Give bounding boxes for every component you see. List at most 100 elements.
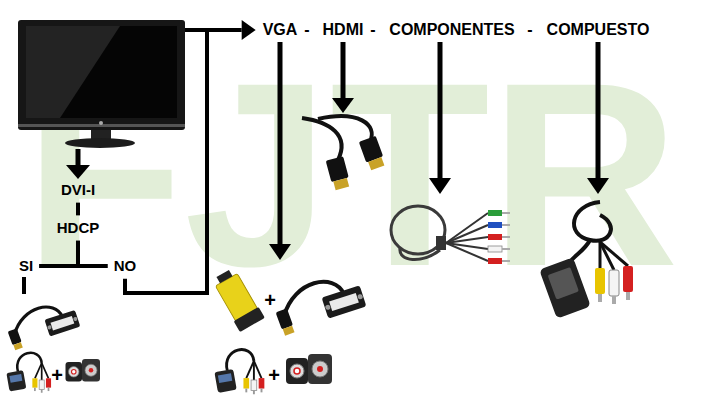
component-cable-part bbox=[391, 206, 445, 254]
connector-part bbox=[125, 30, 242, 293]
hdmi-dvi-adapter-part bbox=[234, 307, 265, 332]
down-arrow-part bbox=[587, 178, 609, 194]
illustration-part bbox=[276, 282, 367, 336]
illustration-part bbox=[286, 354, 332, 384]
composite-cable-part bbox=[574, 202, 611, 241]
arrow bbox=[66, 149, 90, 179]
illustration-part bbox=[66, 359, 101, 382]
component-cable-part bbox=[502, 260, 510, 262]
plus-sign: + bbox=[264, 289, 276, 311]
arrow-part bbox=[76, 149, 81, 167]
connector-part bbox=[39, 241, 78, 266]
composite-cable-part bbox=[612, 296, 616, 304]
composite-cable-part bbox=[623, 266, 633, 292]
flow-label-node: COMPUESTO bbox=[544, 20, 653, 40]
down-arrow-part bbox=[278, 42, 283, 246]
hdmi-cable-part bbox=[326, 156, 351, 191]
flow-label-node: HDMI bbox=[320, 20, 367, 40]
monitor-part bbox=[65, 138, 135, 148]
flow-label-node: VGA bbox=[260, 20, 301, 40]
down-arrow-part bbox=[596, 42, 601, 180]
connector bbox=[125, 20, 256, 293]
connector bbox=[78, 241, 108, 266]
component-cable-part bbox=[488, 258, 502, 264]
monitor-part bbox=[26, 26, 120, 118]
down-arrow-part bbox=[438, 42, 443, 180]
separator: - bbox=[304, 21, 309, 39]
node-text: DVI-I bbox=[61, 181, 95, 198]
hdmi-cable-part-part bbox=[326, 156, 349, 182]
monitor-part bbox=[26, 26, 177, 118]
hdmi-dvi-adapter-part bbox=[216, 270, 232, 283]
component-cable-part bbox=[488, 246, 502, 252]
node-text: COMPONENTES bbox=[389, 21, 514, 39]
flow-label-node: SI bbox=[16, 256, 36, 275]
connector bbox=[39, 241, 78, 266]
component-cable-part bbox=[446, 243, 488, 261]
component-cable-part bbox=[446, 213, 488, 243]
node-text: VGA bbox=[263, 21, 298, 39]
composite-cable-part bbox=[598, 294, 602, 302]
separator: - bbox=[527, 21, 532, 39]
component-cable-part bbox=[446, 237, 488, 243]
composite-cable bbox=[539, 202, 633, 319]
monitor bbox=[18, 20, 185, 148]
down-arrow-part bbox=[429, 178, 451, 194]
illustration-part bbox=[6, 353, 51, 393]
connector bbox=[77, 203, 78, 216]
node-text: NO bbox=[114, 257, 137, 274]
hdmi-cable-part bbox=[359, 136, 387, 171]
flow-label-node: HDCP bbox=[54, 218, 103, 237]
composite-cable-part bbox=[609, 270, 619, 296]
component-cable-part bbox=[446, 225, 488, 243]
arrow-part bbox=[66, 165, 90, 179]
node-text: HDCP bbox=[57, 219, 100, 236]
down-arrow-part bbox=[332, 98, 354, 113]
down-arrow-part bbox=[269, 244, 291, 260]
hdmi-dvi-adapter bbox=[210, 266, 265, 332]
plus-sign: + bbox=[268, 364, 280, 386]
separator: - bbox=[370, 21, 375, 39]
connector-part bbox=[242, 20, 256, 40]
component-cable bbox=[391, 206, 510, 264]
component-cable-part bbox=[488, 210, 502, 216]
composite-cable-part bbox=[539, 257, 591, 318]
illustration-part bbox=[8, 307, 81, 350]
plus-sign: + bbox=[51, 364, 63, 386]
hdmi-cable-part-part bbox=[333, 178, 349, 190]
component-cable-part bbox=[502, 212, 510, 214]
hdmi-cable-part bbox=[302, 118, 342, 160]
composite-cable-part bbox=[600, 242, 628, 266]
down-arrow bbox=[269, 42, 609, 260]
composite-cable-part bbox=[595, 268, 605, 294]
component-cable-part bbox=[436, 236, 446, 250]
connector-part bbox=[78, 241, 108, 266]
illustration-part bbox=[214, 350, 264, 395]
node-text: SI bbox=[19, 257, 33, 274]
component-cable-part bbox=[400, 248, 440, 260]
hdmi-cable bbox=[302, 116, 386, 191]
monitor-part bbox=[18, 20, 185, 130]
hdmi-cable-part bbox=[318, 116, 372, 142]
flow-label-node: COMPONENTES bbox=[386, 20, 517, 40]
component-cable-part bbox=[488, 222, 502, 228]
composite-cable-part-part bbox=[539, 257, 591, 318]
composite-cable-part bbox=[626, 292, 630, 300]
composite-cable-part-part bbox=[548, 267, 579, 300]
hdmi-cable-part-part bbox=[368, 157, 384, 170]
connector-part bbox=[76, 203, 80, 216]
wire bbox=[22, 277, 26, 294]
monitor-part bbox=[99, 121, 103, 125]
component-cable-part bbox=[502, 248, 510, 250]
node-text: COMPUESTO bbox=[547, 21, 650, 39]
flow-label-node: DVI-I bbox=[58, 180, 98, 199]
component-cable-part bbox=[502, 236, 510, 238]
component-cable-part bbox=[488, 234, 502, 240]
node-text: HDMI bbox=[323, 21, 364, 39]
flow-label-node: NO bbox=[111, 256, 140, 275]
down-arrow-part bbox=[341, 42, 346, 100]
component-cable-part bbox=[502, 224, 510, 226]
